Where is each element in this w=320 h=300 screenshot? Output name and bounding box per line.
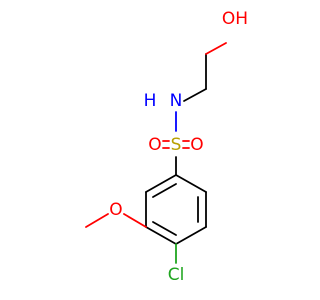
ring-bond [145, 174, 177, 193]
structure-diagram: OH H N S O O O Cl [85, 9, 248, 285]
methoxy-oxygen-label: O [109, 200, 122, 220]
ring-o-bond [123, 213, 147, 228]
o-ch3-bond [85, 213, 109, 228]
ring-bond [145, 226, 177, 245]
ring-bond-inner [152, 183, 177, 198]
h-on-nitrogen-label: H [144, 91, 157, 111]
c-o-bond [205, 42, 227, 55]
n-c-bond [183, 88, 207, 102]
nitrogen-label: N [170, 91, 183, 111]
hydroxyl-label: OH [222, 9, 248, 29]
benzene-ring [145, 174, 207, 245]
ring-bond [175, 226, 207, 245]
chlorine-label: Cl [168, 265, 185, 285]
sulfur-label: S [171, 135, 182, 155]
ring-bond [175, 174, 207, 193]
ring-bond-inner [152, 221, 177, 236]
sulfonyl-oxygen-right-label: O [190, 135, 203, 155]
sulfonyl-oxygen-left-label: O [148, 135, 161, 155]
